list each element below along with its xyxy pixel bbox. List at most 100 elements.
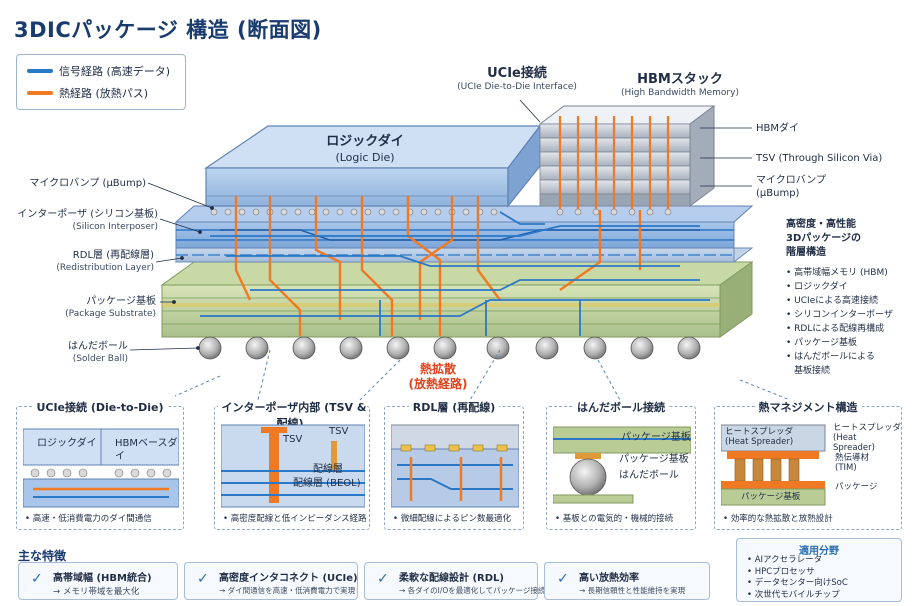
legend-thermal: 熱経路 (放熱パス) bbox=[27, 85, 148, 101]
label-substrate-jp: パッケージ基板 bbox=[86, 296, 156, 307]
feature-title: 高帯域幅 (HBM統合) bbox=[53, 573, 152, 584]
check-icon: ✓ bbox=[377, 571, 389, 587]
side-title-line: 高密度・高性能 bbox=[786, 219, 856, 230]
signal-paths bbox=[200, 211, 710, 336]
legend: 信号経路 (高速データ) 熱経路 (放熱パス) bbox=[16, 54, 186, 110]
solder-detail-ball-label: はんだボール bbox=[619, 470, 679, 481]
legend-signal-label: 信号経路 (高速データ) bbox=[59, 65, 171, 78]
label-solder-ball: はんだボール (Solder Ball) bbox=[6, 340, 128, 366]
label-hbm-die: HBMダイ bbox=[756, 123, 800, 134]
hbm-stack-label-en: (High Bandwidth Memory) bbox=[621, 88, 739, 98]
detail-panel-title: 熱マネジメント構造 bbox=[715, 399, 901, 415]
detail-panel-rdl: RDL層 (再配線) 微細配線によるピン数最適化 bbox=[384, 401, 524, 530]
hbm-stack-label-jp: HBMスタック bbox=[637, 72, 723, 87]
side-panel-title: 高密度・高性能 3Dパッケージの 階層構造 bbox=[786, 218, 908, 260]
interposer-tsv-label: TSV bbox=[329, 426, 349, 437]
solder-detail-substrate-label: パッケージ基板 bbox=[621, 432, 691, 443]
detail-panel-caption: 基板との電気的・機械的接続 bbox=[555, 512, 673, 524]
solder-detail-substrate-label: パッケージ基板 bbox=[619, 454, 689, 465]
heat-spread-label-line: (放熱経路) bbox=[408, 377, 468, 391]
feature-card: ✓ 高密度インタコネクト (UCIe) → ダイ間通信を高速・低消費電力で実現 bbox=[184, 562, 358, 600]
micro-bumps-hbm bbox=[556, 208, 672, 216]
check-icon: ✓ bbox=[197, 571, 209, 587]
check-icon: ✓ bbox=[31, 571, 43, 587]
interposer-wiring-label: 配線層 bbox=[313, 464, 343, 475]
side-list-item: ロジックダイ bbox=[786, 280, 908, 294]
thermal-detail-hs-en: (Heat Spreader) bbox=[833, 433, 875, 453]
ucie-detail-figure bbox=[23, 428, 179, 508]
application-item: 次世代モバイルチップ bbox=[747, 590, 848, 602]
thermal-detail-hs-jp: ヒートスプレッダ bbox=[725, 427, 794, 437]
label-rdl-jp: RDL層 (再配線層) bbox=[72, 250, 154, 261]
label-rdl-en: (Redistribution Layer) bbox=[56, 263, 154, 273]
detail-panel-title-text: RDL層 (再配線) bbox=[408, 401, 500, 414]
thermal-detail-hs-en: (Heat Spreader) bbox=[725, 437, 794, 447]
application-item: AIアクセラレータ bbox=[747, 555, 848, 567]
interposer-detail-figure bbox=[221, 424, 365, 508]
side-list-item: 高帯域幅メモリ (HBM) bbox=[786, 266, 908, 280]
hbm-stack bbox=[538, 105, 716, 210]
feature-card: ✓ 高帯域幅 (HBM統合) → メモリ帯域を最大化 bbox=[18, 562, 178, 600]
applications-list: AIアクセラレータ HPCプロセッサ データセンター向けSoC 次世代モバイルチ… bbox=[747, 555, 848, 601]
side-list-item: 基板接続 bbox=[794, 366, 831, 376]
feature-desc: → 各ダイのI/Oを最適化してパッケージ接続 bbox=[399, 586, 546, 595]
detail-panel-caption: 微細配線によるピン数最適化 bbox=[393, 512, 511, 524]
label-interposer: インターポーザ (シリコン基板) (Silicon Interposer) bbox=[6, 208, 158, 234]
thermal-detail-substrate-label: パッケージ基板 bbox=[741, 492, 801, 502]
package-cross-section bbox=[129, 99, 791, 400]
detail-panel-solder: はんだボール接続 パッケージ基板 パッケージ基板 はんだボール 基板との電気的・… bbox=[546, 401, 696, 530]
heat-spread-label: 熱拡散 (放熱経路) bbox=[398, 362, 478, 392]
feature-title: 柔軟な配線設計 (RDL) bbox=[399, 573, 504, 584]
detail-panel-thermal: 熱マネジメント構造 ヒートスプレッダ (Heat Spreader) ヒートスプ… bbox=[714, 401, 902, 530]
side-title-line: 3Dパッケージの bbox=[786, 233, 862, 244]
callout-lines bbox=[174, 349, 791, 400]
side-panel-list: 高帯域幅メモリ (HBM) ロジックダイ UCIeによる高速接続 シリコンインタ… bbox=[786, 266, 908, 378]
interposer-tsv-label: TSV bbox=[283, 434, 303, 445]
leader-lines bbox=[129, 99, 752, 351]
label-interposer-en: (Silicon Interposer) bbox=[72, 222, 158, 232]
detail-panel-caption: 高密度配線と低インピーダンス経路 bbox=[223, 512, 367, 524]
application-item: HPCプロセッサ bbox=[747, 567, 848, 579]
applications-box: 適用分野 AIアクセラレータ HPCプロセッサ データセンター向けSoC 次世代… bbox=[736, 538, 902, 602]
detail-panel-title-text: はんだボール接続 bbox=[573, 401, 669, 414]
solder-detail-figure bbox=[553, 426, 691, 504]
detail-panel-title: RDL層 (再配線) bbox=[385, 399, 523, 415]
interposer-beol-label: 配線層 (BEOL) bbox=[293, 478, 361, 489]
label-hbm-ubump-en: (µBump) bbox=[756, 188, 800, 199]
thermal-detail-tim-en: (TIM) bbox=[835, 463, 857, 473]
features-heading: 主な特徴 bbox=[18, 549, 67, 563]
ucie-detail-logic-label: ロジックダイ bbox=[37, 438, 97, 449]
label-solder-ball-jp: はんだボール bbox=[68, 341, 128, 352]
logic-die-label-jp: ロジックダイ bbox=[326, 134, 404, 149]
logic-die bbox=[204, 124, 542, 208]
thermal-detail-figure bbox=[721, 424, 826, 506]
side-list-item: パッケージ基板 bbox=[786, 336, 908, 350]
detail-panel-ucie: UCIe接続 (Die-to-Die) ロジックダイ HBMベースダイ 高速・低… bbox=[16, 401, 184, 530]
side-list-item: RDLによる配線再構成 bbox=[786, 322, 908, 336]
label-substrate: パッケージ基板 (Package Substrate) bbox=[6, 295, 156, 321]
solder-balls bbox=[198, 336, 701, 360]
page-title: 3DICパッケージ 構造 (断面図) bbox=[14, 18, 322, 42]
thermal-line-swatch bbox=[27, 91, 53, 95]
detail-panel-title-text: 熱マネジメント構造 bbox=[754, 401, 862, 414]
signal-line-swatch bbox=[27, 69, 53, 73]
thermal-detail-tim-jp: 熱伝導材 bbox=[835, 453, 870, 463]
label-interposer-jp: インターポーザ (シリコン基板) bbox=[17, 209, 158, 220]
side-list-item: UCIeによる高速接続 bbox=[786, 294, 908, 308]
label-substrate-en: (Package Substrate) bbox=[65, 309, 156, 319]
thermal-detail-hs-label: ヒートスプレッダ (Heat Spreader) bbox=[725, 427, 793, 447]
heat-spread-label-line: 熱拡散 bbox=[419, 362, 456, 376]
label-hbm-ubump: マイクロバンプ (µBump) bbox=[756, 174, 826, 200]
label-microbump-jp: マイクロバンプ (µBump) bbox=[29, 178, 146, 189]
side-list-item: シリコンインターポーザ bbox=[786, 308, 908, 322]
label-microbump: マイクロバンプ (µBump) bbox=[10, 177, 146, 190]
thermal-detail-hs-jp: ヒートスプレッダ bbox=[833, 423, 902, 433]
detail-panel-caption: 効率的な熱拡散と放熱設計 bbox=[723, 512, 833, 524]
thermal-detail-tim-label: 熱伝導材 (TIM) bbox=[835, 453, 869, 473]
feature-desc: → ダイ間通信を高速・低消費電力で実現 bbox=[219, 586, 356, 595]
legend-signal: 信号経路 (高速データ) bbox=[27, 63, 170, 79]
label-rdl: RDL層 (再配線層) (Redistribution Layer) bbox=[6, 249, 154, 275]
feature-desc: → 長期信頼性と性能維持を実現 bbox=[579, 586, 686, 595]
detail-panel-interposer: インターポーザ内部 (TSV & 配線) TSV TSV 配線層 配線層 (BE… bbox=[214, 401, 370, 530]
micro-bumps-logic bbox=[210, 208, 498, 216]
